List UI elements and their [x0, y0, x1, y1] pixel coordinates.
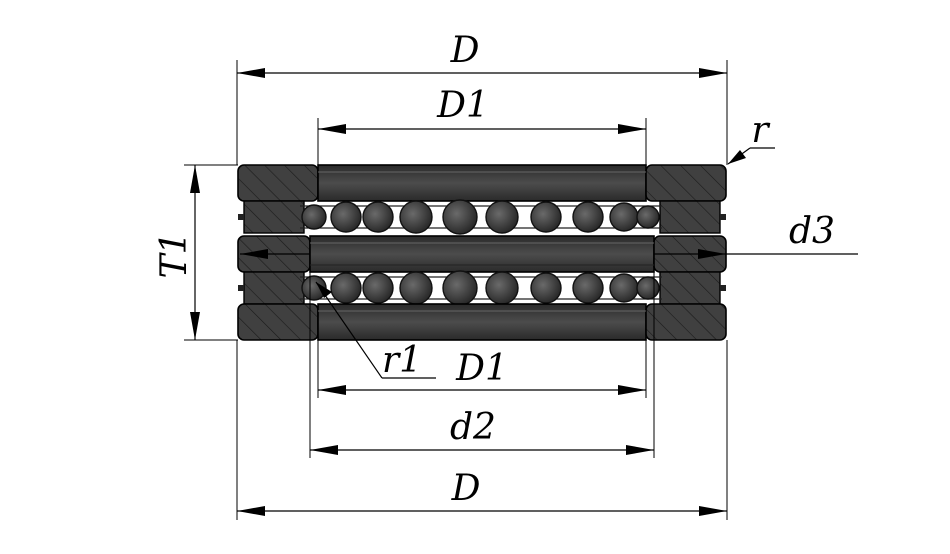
dimension-D-bottom: D: [236, 340, 728, 520]
label-r: r: [751, 110, 770, 151]
dimension-D1-bottom: D1: [317, 340, 647, 398]
ball: [330, 201, 362, 233]
ball: [609, 202, 639, 232]
dimension-d3: d3: [240, 211, 858, 259]
dimension-T1: T1: [154, 164, 238, 341]
shaft-washer: [237, 235, 727, 273]
bearing-body: [237, 164, 727, 341]
ball: [442, 270, 478, 306]
ball: [530, 272, 562, 304]
arrow-right: [698, 249, 726, 259]
lower-balls: [301, 270, 660, 306]
ball: [572, 272, 604, 304]
label-d2: d2: [450, 407, 496, 448]
ball: [485, 271, 519, 305]
ball: [530, 201, 562, 233]
dimension-D-top: D: [236, 30, 728, 165]
ball: [485, 200, 519, 234]
label-d3: d3: [789, 211, 835, 252]
upper-balls: [301, 199, 660, 235]
ball: [399, 271, 433, 305]
arrow-right: [699, 68, 727, 78]
dimension-d2: d2: [309, 272, 655, 458]
dimension-D1-top: D1: [317, 85, 647, 165]
ball: [362, 201, 394, 233]
label-T1: T1: [154, 232, 195, 279]
ball: [442, 199, 478, 235]
label-D1-bottom: D1: [455, 348, 508, 389]
top-housing-washer: [237, 164, 727, 202]
arrow-right: [618, 124, 646, 134]
arrow-left: [310, 445, 338, 455]
upper-ball-row: [238, 199, 726, 235]
ball: [572, 201, 604, 233]
arrow-r: [728, 150, 746, 164]
ball: [301, 204, 327, 230]
arrow-left: [237, 68, 265, 78]
ball: [609, 273, 639, 303]
arrow-r1: [316, 282, 332, 298]
ball: [399, 200, 433, 234]
label-D-top: D: [450, 30, 480, 71]
arrow-left: [318, 124, 346, 134]
label-D-bottom: D: [451, 468, 481, 509]
arrow-right: [699, 506, 727, 516]
label-D1-top: D1: [436, 85, 489, 126]
ball: [636, 205, 660, 229]
arrow-right: [618, 385, 646, 395]
arrow-left: [240, 249, 268, 259]
ball: [301, 275, 327, 301]
dimension-r1: r1: [315, 281, 436, 381]
arrow-left: [237, 506, 265, 516]
lower-ball-row: [238, 270, 726, 306]
dimension-r: r: [727, 110, 775, 165]
label-r1: r1: [382, 340, 422, 381]
ball: [636, 276, 660, 300]
ball: [330, 272, 362, 304]
arrow-right: [626, 445, 654, 455]
bottom-housing-washer: [237, 303, 727, 341]
ball: [362, 272, 394, 304]
arrow-left: [318, 385, 346, 395]
arrow-down: [190, 312, 200, 340]
arrow-up: [190, 165, 200, 193]
